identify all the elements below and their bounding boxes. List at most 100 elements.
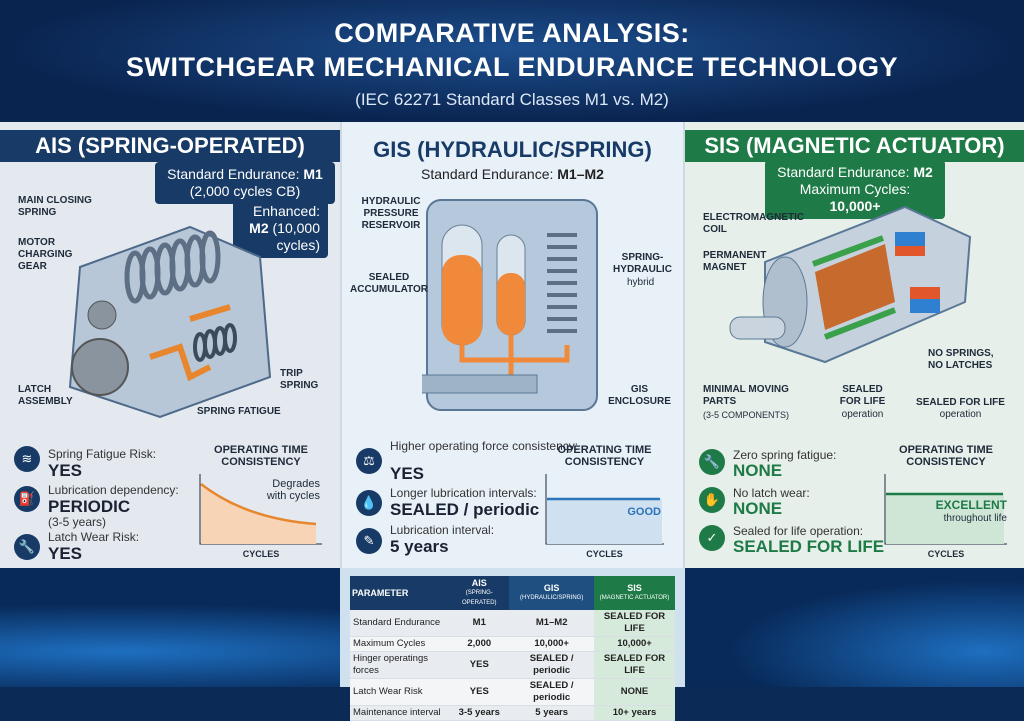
feature-label: Latch Wear Risk: bbox=[48, 530, 140, 544]
label-minimal-note: (3-5 COMPONENTS) bbox=[703, 410, 790, 420]
chart-x-label: CYCLES bbox=[927, 549, 965, 559]
comparison-table: PARAMETER AIS (SPRING-OPERATED) GIS(HYDRA… bbox=[350, 576, 675, 721]
ais-column: AIS (SPRING-OPERATED) Standard Endurance… bbox=[0, 122, 340, 568]
feature-value: NONE bbox=[733, 499, 783, 518]
enhanced-note: (10,000 bbox=[272, 220, 320, 236]
cell: YES bbox=[449, 651, 510, 679]
chart-title: OPERATING TIME CONSISTENCY bbox=[557, 444, 652, 468]
spring-mechanism-illustration bbox=[68, 225, 272, 419]
title-line-1: COMPARATIVE ANALYSIS: bbox=[334, 18, 690, 48]
cell: YES bbox=[449, 678, 510, 706]
header-sub: (SPRING-OPERATED) bbox=[461, 590, 497, 606]
label-sealed-for-life-2: SEALED FOR LIFE bbox=[916, 397, 1005, 408]
header-title: SIS bbox=[627, 583, 642, 593]
water-drop-icon: 💧 bbox=[356, 490, 382, 516]
magnetic-actuator-illustration bbox=[729, 205, 972, 364]
header-title: AIS bbox=[471, 578, 487, 588]
cell: 10,000+ bbox=[594, 636, 675, 652]
header-parameter: PARAMETER bbox=[350, 576, 450, 610]
feature-label: Spring Fatigue Risk: bbox=[48, 447, 157, 461]
spring-icon: ≋ bbox=[14, 446, 40, 472]
pen-icon: ✎ bbox=[356, 528, 382, 554]
gis-endurance: Standard Endurance: M1–M2 bbox=[342, 166, 683, 182]
label-latch-assembly: LATCH ASSEMBLY bbox=[18, 384, 73, 407]
endurance-value: M2 bbox=[913, 164, 933, 180]
cell: Maximum Cycles bbox=[350, 636, 450, 652]
feature-value: SEALED / periodic bbox=[390, 500, 540, 519]
feature-label: Lubrication dependency: bbox=[48, 483, 179, 497]
wrench-icon: 🔧 bbox=[14, 534, 40, 560]
cell: 10,000+ bbox=[509, 636, 595, 652]
label-minimal-moving-parts: MINIMAL MOVING PARTS bbox=[703, 384, 789, 407]
cell: NONE bbox=[594, 678, 675, 706]
feature-note: (3-5 years) bbox=[48, 515, 107, 529]
footer-tech-background-right bbox=[684, 568, 1024, 687]
wrench-icon: 🔧 bbox=[699, 449, 725, 475]
cell: Maintenance interval bbox=[350, 705, 450, 721]
label-permanent-magnet: PERMANENT MAGNET bbox=[703, 250, 767, 273]
label-electromagnetic-coil: ELECTROMAGNETIC COIL bbox=[703, 212, 805, 235]
ais-title: AIS (SPRING-OPERATED) bbox=[0, 130, 340, 162]
enhanced-label: Enhanced: bbox=[253, 203, 320, 219]
endurance-label: Standard Endurance: bbox=[421, 166, 554, 182]
feature-value: 5 years bbox=[390, 537, 449, 556]
cell: M1 bbox=[449, 610, 510, 637]
label-trip-spring: TRIP SPRING bbox=[280, 368, 319, 391]
label-main-closing-spring: MAIN CLOSING SPRING bbox=[18, 195, 92, 218]
subtitle: (IEC 62271 Standard Classes M1 vs. M2) bbox=[355, 90, 669, 109]
hydraulic-mechanism-illustration bbox=[422, 199, 598, 411]
cell: SEALED / periodic bbox=[509, 678, 595, 706]
enhanced-value: M2 bbox=[249, 220, 269, 236]
chart-x-label: CYCLES bbox=[242, 549, 280, 559]
sis-column: SIS (MAGNETIC ACTUATOR) Standard Enduran… bbox=[685, 122, 1024, 568]
enhanced-note-2: cycles) bbox=[276, 237, 320, 253]
label-sealed-note-1: operation bbox=[841, 409, 884, 420]
chart-title: OPERATING TIME CONSISTENCY bbox=[214, 444, 308, 468]
chart-title: OPERATING TIME CONSISTENCY bbox=[899, 444, 993, 468]
ais-consistency-chart: OPERATING TIME CONSISTENCY Degrades with… bbox=[196, 444, 326, 559]
endurance-note: (2,000 cycles CB) bbox=[189, 183, 301, 199]
cell: Standard Endurance bbox=[350, 610, 450, 637]
label-spring-fatigue: SPRING FATIGUE bbox=[197, 406, 281, 417]
feature-label: Sealed for life operation: bbox=[733, 524, 864, 538]
label-sealed-accumulator: SEALED ACCUMULATOR bbox=[350, 272, 428, 295]
trend-line bbox=[200, 483, 317, 526]
label-hydraulic-reservoir: HYDRAULIC PRESSURE RESERVOIR bbox=[361, 196, 421, 231]
cell: Latch Wear Risk bbox=[350, 678, 450, 706]
cell: 10+ years bbox=[594, 705, 675, 721]
feature-label: Longer lubrication intervals: bbox=[390, 486, 537, 500]
feature-value: SEALED FOR LIFE bbox=[733, 537, 885, 556]
feature-value: YES bbox=[48, 461, 83, 480]
feature-value: YES bbox=[390, 464, 425, 483]
header-title: GIS bbox=[543, 583, 560, 593]
table-header-row: PARAMETER AIS (SPRING-OPERATED) GIS(HYDRA… bbox=[350, 576, 675, 610]
label-sealed-for-life-1: SEALED FOR LIFE bbox=[839, 384, 886, 407]
feature-label: Higher operating force consistency: bbox=[390, 439, 579, 453]
header-gis: GIS(HYDRAULIC/SPRING) bbox=[509, 576, 595, 610]
endurance-value: M1 bbox=[303, 166, 323, 182]
cell: Hinger operatings forces bbox=[350, 651, 450, 679]
cell: 5 years bbox=[509, 705, 595, 721]
sis-consistency-chart: OPERATING TIME CONSISTENCY EXCELLENT thr… bbox=[881, 444, 1011, 559]
label-spring-hydraulic: SPRING-HYDRAULIC bbox=[613, 252, 672, 275]
scale-icon: ⚖ bbox=[356, 448, 382, 474]
label-sealed-note-2: operation bbox=[939, 409, 982, 420]
feature-value: YES bbox=[48, 544, 83, 563]
cycles-label: Maximum Cycles: bbox=[799, 181, 911, 197]
chart-annotation-note: throughout life bbox=[943, 513, 1007, 524]
title-line-2: SWITCHGEAR MECHANICAL ENDURANCE TECHNOLO… bbox=[125, 52, 898, 82]
header-ais: AIS (SPRING-OPERATED) bbox=[449, 576, 510, 610]
cell: SEALED FOR LIFE bbox=[594, 610, 675, 637]
cell: SEALED / periodic bbox=[509, 651, 595, 679]
label-motor-charging-gear: MOTOR CHARGING GEAR bbox=[18, 237, 73, 272]
header-sub: (MAGNETIC ACTUATOR) bbox=[599, 595, 670, 601]
gis-consistency-chart: OPERATING TIME CONSISTENCY GOOD CYCLES bbox=[542, 444, 667, 559]
chart-annotation: EXCELLENT bbox=[935, 498, 1007, 512]
hand-icon: ✋ bbox=[699, 487, 725, 513]
header: COMPARATIVE ANALYSIS: SWITCHGEAR MECHANI… bbox=[0, 0, 1024, 122]
endurance-label: Standard Endurance: bbox=[777, 164, 910, 180]
